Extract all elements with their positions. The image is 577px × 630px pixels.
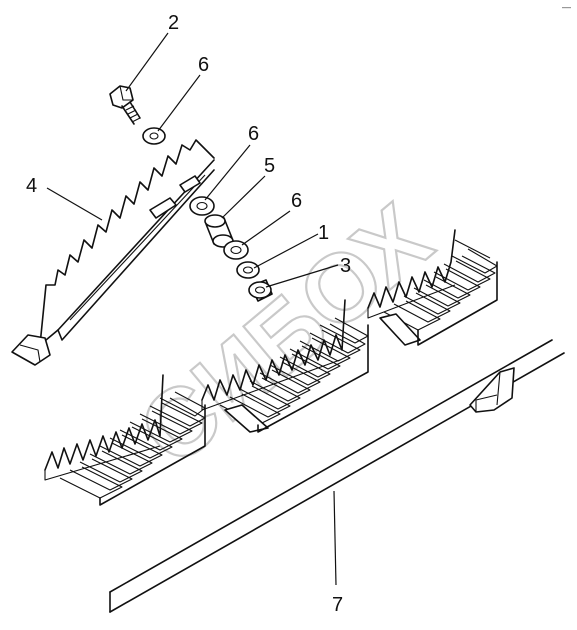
cutter-bar [109,339,565,613]
lock-nut [248,279,273,302]
washer-top [142,127,166,145]
corner-mark: — [562,2,571,12]
hardware-stack [189,196,273,302]
nut [236,261,260,279]
callout-2: 2 [168,12,179,34]
callout-6-washer-upper: 6 [248,123,259,145]
callout-6-washer-top: 6 [198,54,209,76]
knife-section-right [367,229,498,346]
callouts: 2 6 6 4 5 6 1 3 7 [26,12,351,616]
callout-4: 4 [26,175,37,197]
finger-guard [11,139,215,366]
callout-1: 1 [318,222,329,244]
knife-section-left [44,374,206,506]
callout-7: 7 [332,594,343,616]
washer-lower [223,240,249,260]
callout-3: 3 [340,255,351,277]
callout-6-washer-lower: 6 [291,190,302,212]
bolt [109,85,141,125]
knife-section-middle [201,299,369,433]
leader-lines [46,32,339,586]
washer-upper [189,196,215,216]
callout-5: 5 [264,155,275,177]
